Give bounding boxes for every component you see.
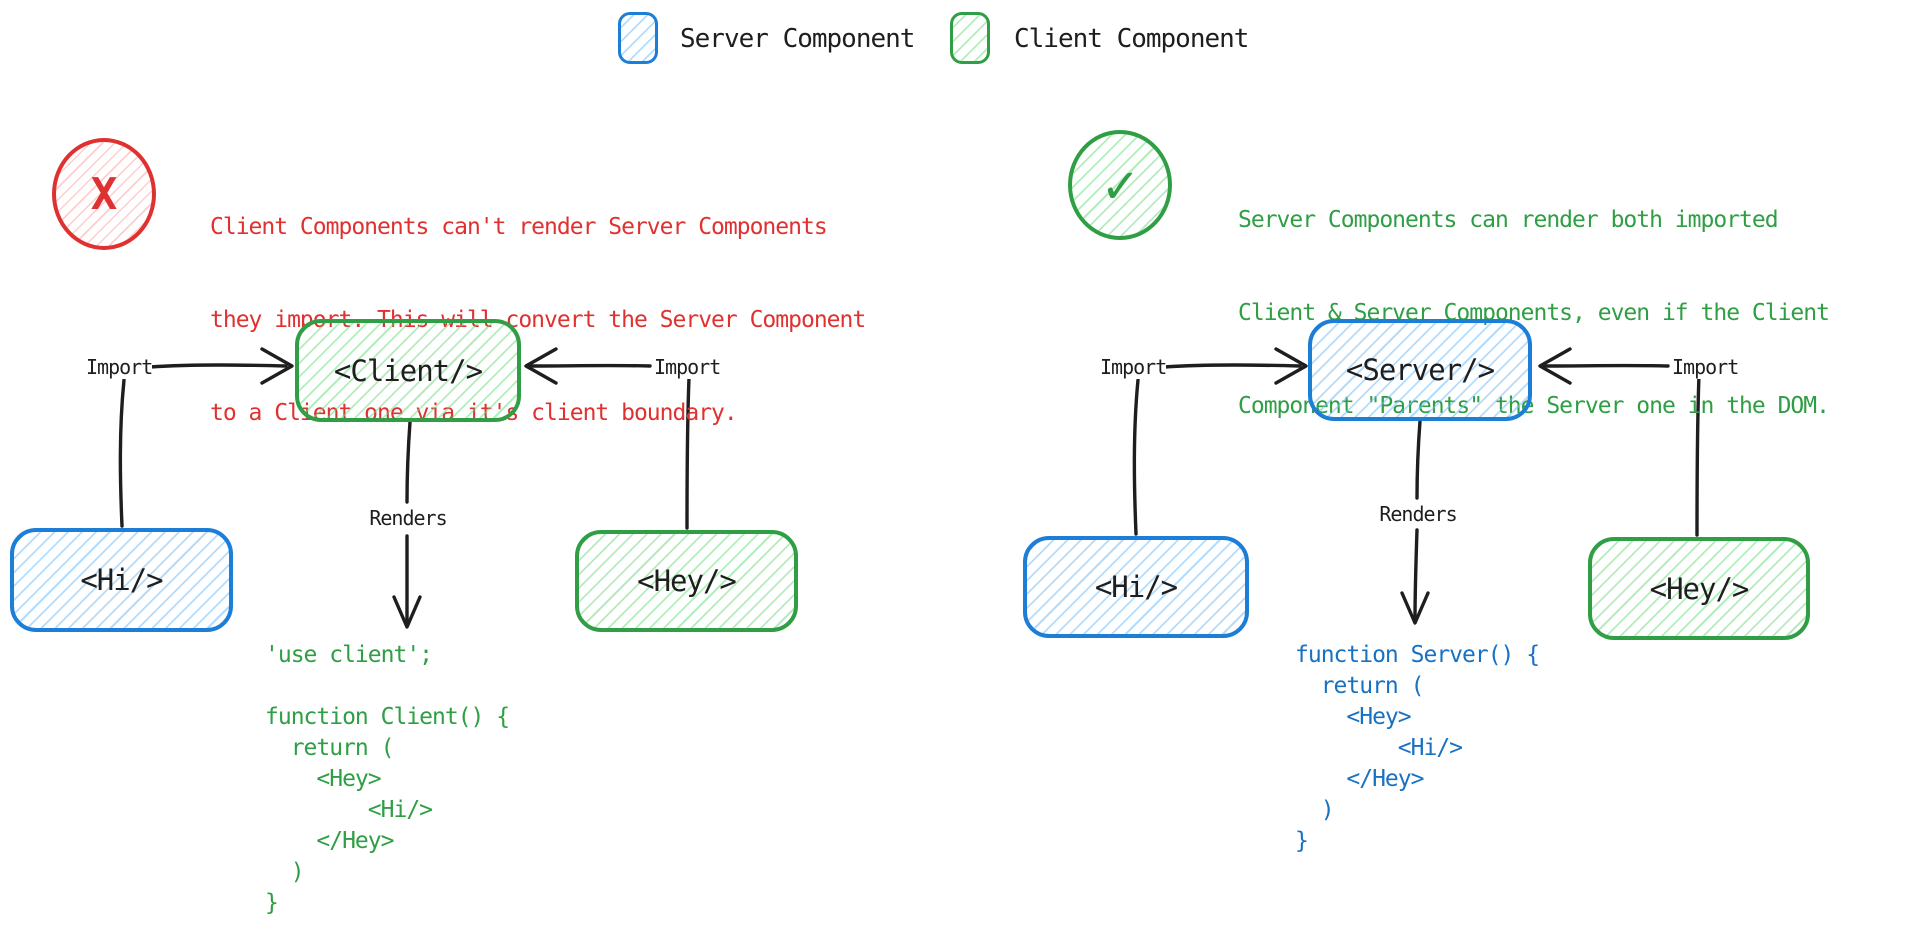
left-hi-box-label: <Hi/>	[80, 563, 163, 597]
right-import-line-left	[1132, 378, 1140, 536]
legend-server-label: Server Component	[680, 24, 915, 54]
check-circle-icon: ✓	[1068, 130, 1172, 240]
client-root-box-label: <Client/>	[333, 353, 483, 388]
left-import-line-left	[118, 378, 126, 528]
left-import-left-label: Import	[86, 355, 153, 379]
left-hi-box: <Hi/>	[10, 528, 233, 632]
right-renders-label: Renders	[1370, 502, 1466, 526]
legend-client-label: Client Component	[1014, 24, 1249, 54]
server-root-box-label: <Server/>	[1345, 353, 1495, 387]
right-hey-box: <Hey/>	[1588, 537, 1810, 640]
cross-circle-icon: X	[52, 138, 156, 250]
right-import-right-label: Import	[1672, 355, 1739, 379]
right-hey-box-label: <Hey/>	[1649, 571, 1750, 606]
server-code-block: function Server() { return ( <Hey> <Hi/>…	[1295, 642, 1540, 854]
left-import-right-label: Import	[654, 355, 721, 379]
legend-server-swatch-icon	[618, 12, 658, 64]
right-hi-box-label: <Hi/>	[1094, 570, 1178, 604]
positive-note-line1: Server Components can render both import…	[1238, 207, 1779, 233]
x-mark-icon: X	[90, 168, 118, 220]
server-root-box: <Server/>	[1308, 319, 1532, 421]
negative-note-line1: Client Components can't render Server Co…	[210, 214, 828, 240]
check-mark-icon: ✓	[1103, 153, 1137, 216]
left-renders-label: Renders	[360, 506, 456, 530]
left-hey-box-label: <Hey/>	[637, 564, 737, 598]
positive-note: Server Components can render both import…	[1238, 143, 1830, 484]
right-renders-arrow-icon	[1400, 528, 1430, 625]
right-hi-box: <Hi/>	[1023, 536, 1249, 638]
left-hey-box: <Hey/>	[575, 530, 798, 632]
negative-note: Client Components can't render Server Co…	[210, 150, 866, 491]
left-renders-arrow-icon	[392, 534, 422, 629]
legend-client-swatch-icon	[950, 12, 990, 64]
client-code-block: 'use client'; function Client() { return…	[265, 642, 510, 916]
right-import-left-label: Import	[1100, 355, 1167, 379]
client-root-box: <Client/>	[295, 319, 521, 422]
